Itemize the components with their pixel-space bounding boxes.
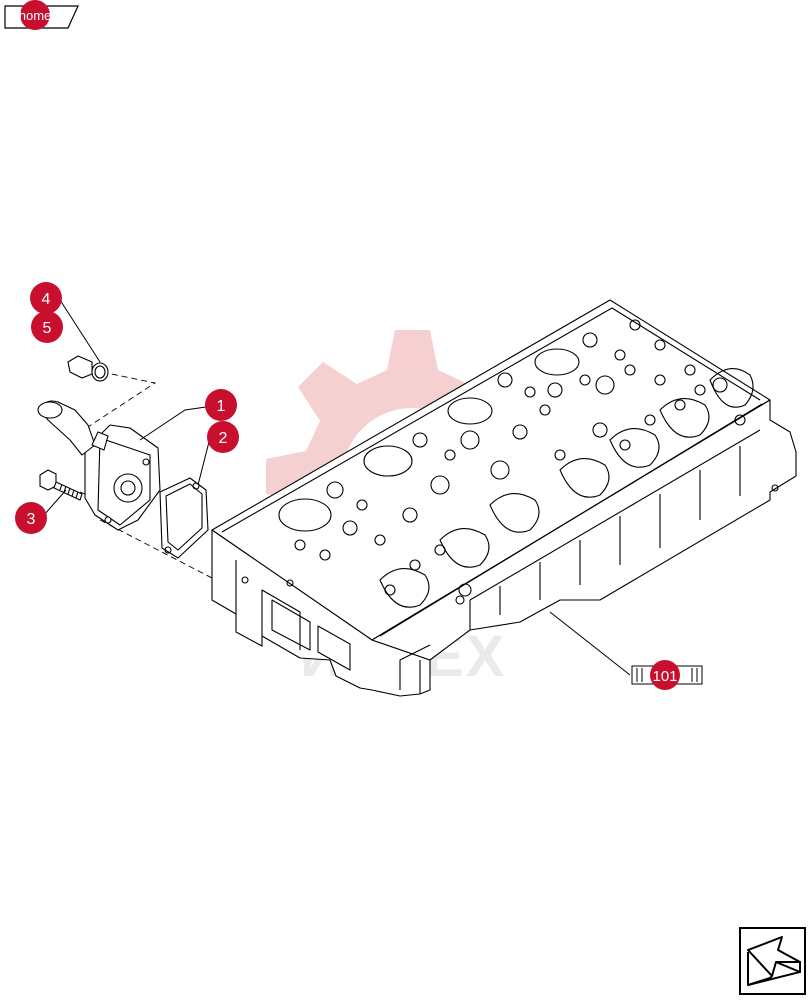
gasket xyxy=(159,477,209,559)
callout-2[interactable]: 2 xyxy=(207,421,239,453)
callout-1-label: 1 xyxy=(217,398,226,415)
cylinder-head xyxy=(211,299,797,697)
callout-3-label: 3 xyxy=(27,511,36,528)
reference-101-link[interactable]: 101 xyxy=(631,660,703,690)
bolt xyxy=(39,469,83,501)
cylinder-bores xyxy=(278,348,580,532)
callout-2-label: 2 xyxy=(219,430,228,447)
cylinder-head-front-face xyxy=(211,529,431,697)
callout-3[interactable]: 3 xyxy=(15,502,47,534)
callout-4-label: 4 xyxy=(42,291,51,308)
cylinder-head-ports xyxy=(379,368,754,608)
callout-5[interactable]: 5 xyxy=(31,311,63,343)
callout-1[interactable]: 1 xyxy=(205,389,237,421)
leader-lines xyxy=(43,299,631,676)
thermostat-housing xyxy=(37,400,161,531)
cylinder-head-holes xyxy=(241,319,779,605)
home-button[interactable]: home xyxy=(4,0,79,30)
reference-101-label: 101 xyxy=(652,668,677,685)
callout-4[interactable]: 4 xyxy=(30,282,62,314)
home-label: home xyxy=(19,8,52,23)
callout-5-label: 5 xyxy=(43,320,52,337)
plug-and-seal xyxy=(67,355,109,382)
next-page-button[interactable] xyxy=(739,927,806,995)
